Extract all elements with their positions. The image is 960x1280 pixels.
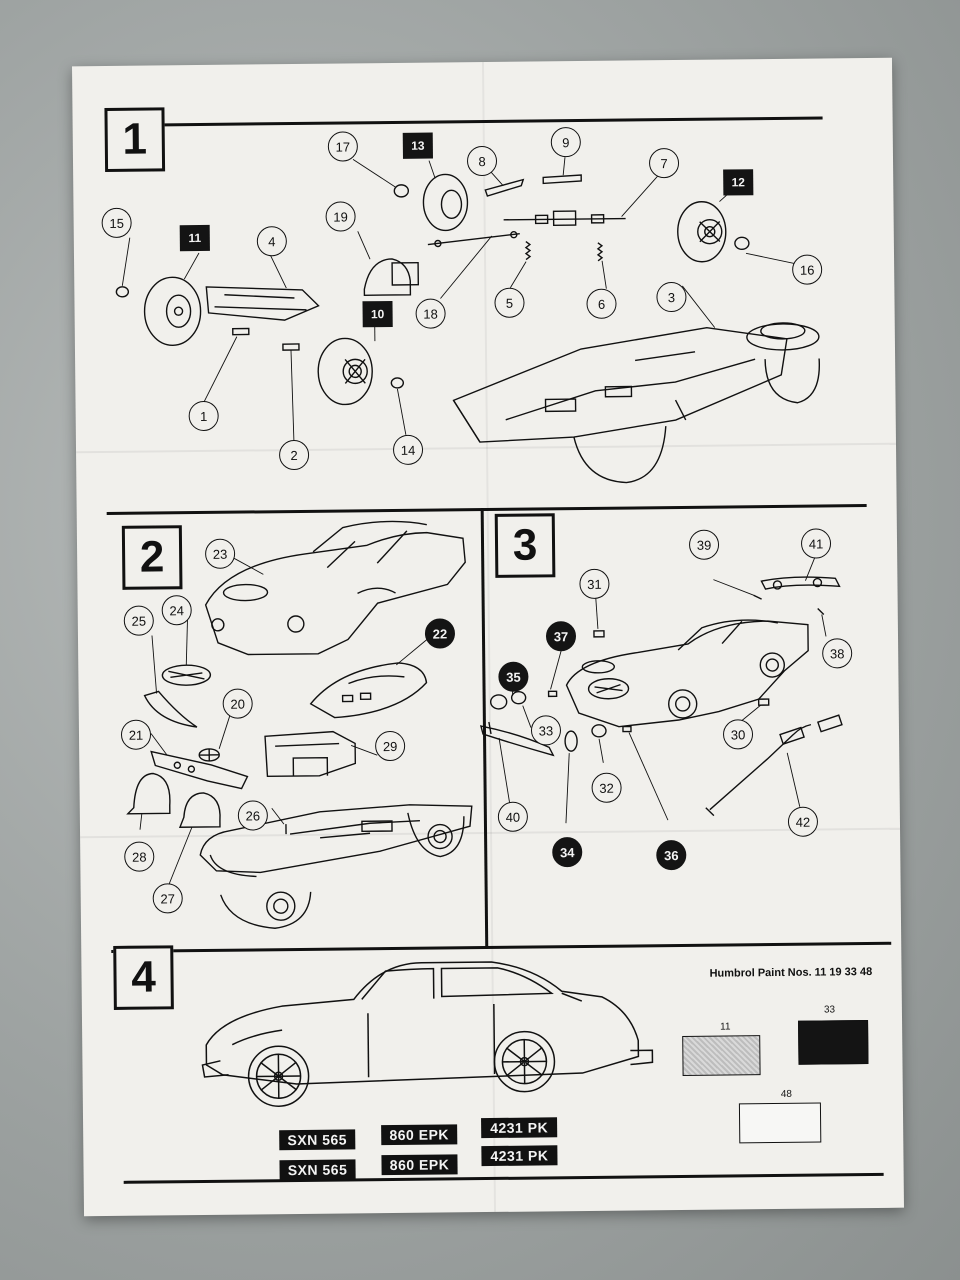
paint-swatch-48 — [738, 1102, 822, 1144]
number-plate-860-epk: 860 EPK — [381, 1124, 458, 1146]
number-plate-sxn-565: SXN 565 — [279, 1129, 356, 1151]
swatch-label-33: 33 — [823, 1004, 836, 1016]
swatch-label-48: 48 — [780, 1088, 792, 1100]
number-plate-sxn-565-b: SXN 565 — [279, 1159, 356, 1181]
step-3-drawings — [72, 58, 901, 967]
paint-swatch-11 — [682, 1035, 761, 1076]
instruction-sheet: 1 — [72, 57, 904, 1217]
number-plate-4231-pk-b: 4231 PK — [481, 1145, 558, 1167]
rule-bottom — [123, 1172, 884, 1184]
number-plate-860-epk-b: 860 EPK — [381, 1154, 458, 1176]
step-1-drawings — [72, 58, 897, 517]
number-plate-4231-pk: 4231 PK — [481, 1117, 558, 1139]
step-4-car-side-view — [72, 58, 903, 1167]
humbrol-paint-title: Humbrol Paint Nos. 11 19 33 48 — [709, 965, 873, 980]
step-2-drawings — [72, 58, 901, 967]
paint-swatch-33 — [798, 1020, 869, 1065]
swatch-label-11: 11 — [720, 1021, 731, 1033]
